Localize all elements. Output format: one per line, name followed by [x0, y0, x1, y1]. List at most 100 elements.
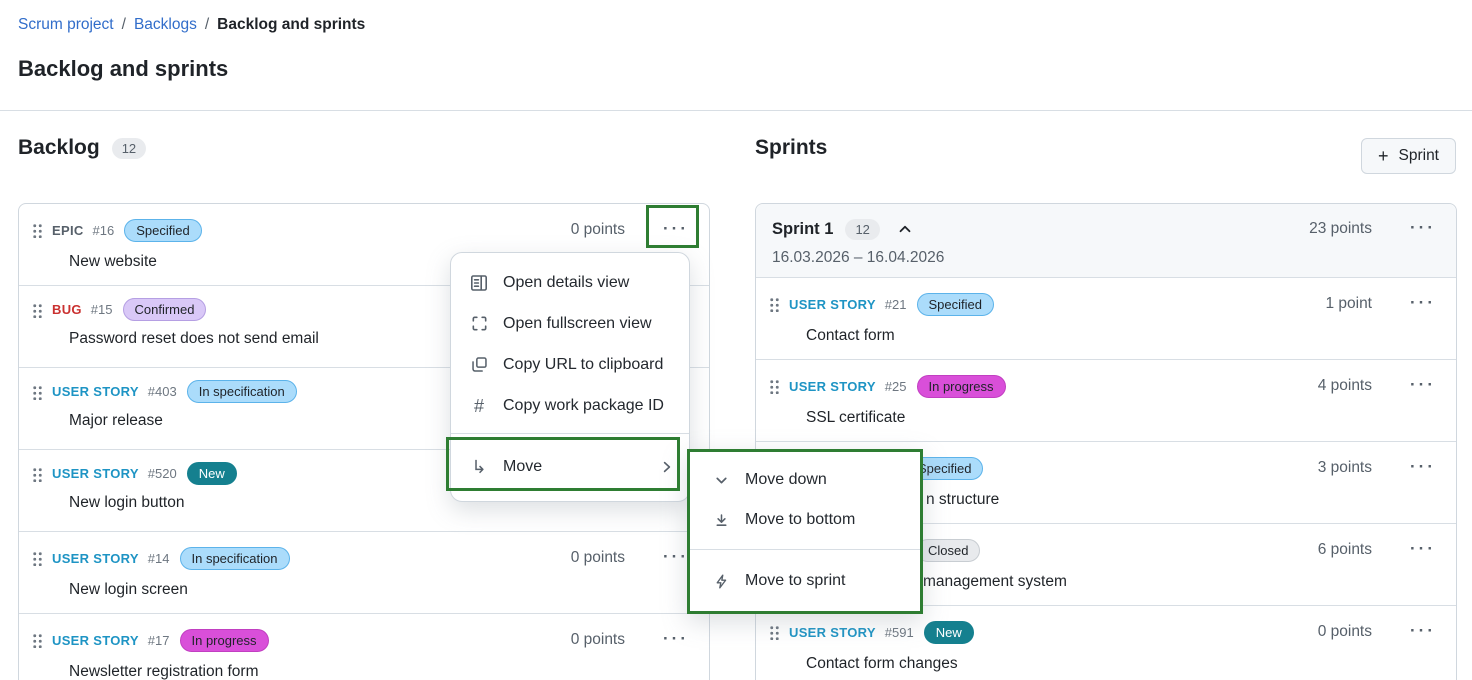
work-package-id: #16 — [92, 222, 115, 238]
fullscreen-icon — [468, 314, 490, 334]
work-package-row[interactable]: USER STORY #17 In progress 0 points ··· … — [19, 614, 709, 680]
work-package-row[interactable]: USER STORY #403 In specification Major r… — [19, 368, 709, 450]
points-value: 1 point — [1325, 295, 1372, 312]
breadcrumb-separator: / — [121, 16, 126, 33]
breadcrumb-separator: / — [204, 16, 210, 33]
hash-icon: # — [473, 395, 484, 416]
row-menu-button[interactable]: ··· — [1410, 375, 1436, 394]
points-value: 4 points — [1317, 377, 1372, 394]
status-badge: In specification — [179, 546, 290, 570]
row-menu-button[interactable]: ··· — [1410, 457, 1436, 476]
move-submenu: Move down Move to bottom Move to sprint — [687, 449, 923, 614]
drag-handle-icon[interactable] — [32, 383, 43, 400]
work-package-row[interactable]: Specified 3 points ··· n structure — [756, 442, 1456, 524]
work-package-title[interactable]: n structure — [926, 491, 1000, 508]
work-package-row[interactable]: EPIC #16 Specified 0 points ··· New webs… — [19, 204, 709, 286]
drag-handle-icon[interactable] — [769, 296, 780, 312]
menu-item-label: Move down — [745, 471, 827, 488]
drag-handle-icon[interactable] — [32, 632, 43, 648]
row-menu-button[interactable]: ··· — [1410, 539, 1436, 558]
points-value: 6 points — [1317, 541, 1372, 558]
drag-handle-icon[interactable] — [769, 624, 780, 640]
drag-handle-icon[interactable] — [32, 222, 43, 238]
row-menu-button[interactable]: ··· — [663, 629, 689, 648]
status-badge: New — [923, 620, 974, 644]
work-package-type: BUG — [52, 302, 82, 317]
status-badge: Specified — [906, 456, 984, 480]
work-package-row[interactable]: USER STORY #520 New New login button — [19, 450, 709, 532]
menu-item-open-fullscreen[interactable]: Open fullscreen view — [451, 303, 689, 344]
drag-handle-icon[interactable] — [32, 550, 43, 566]
submenu-item-move-to-sprint[interactable]: Move to sprint — [690, 561, 920, 601]
submenu-item-move-to-bottom[interactable]: Move to bottom — [690, 500, 920, 540]
work-package-id: #520 — [147, 466, 177, 481]
work-package-title[interactable]: SSL certificate — [806, 409, 906, 426]
drag-handle-icon[interactable] — [769, 378, 780, 394]
work-package-row[interactable]: BUG #15 Confirmed Password reset does no… — [19, 286, 709, 368]
work-package-title[interactable]: Password reset does not send email — [69, 330, 319, 347]
sprint-points: 23 points — [1309, 220, 1372, 237]
work-package-title[interactable]: Contact form changes — [806, 655, 958, 672]
sprints-title: Sprints — [755, 136, 828, 159]
status-badge: Specified — [916, 292, 994, 316]
breadcrumb-scrum-project[interactable]: Scrum project — [18, 16, 114, 33]
menu-item-open-details[interactable]: Open details view — [451, 262, 689, 303]
work-package-title[interactable]: New website — [69, 253, 157, 270]
menu-divider — [690, 549, 920, 550]
menu-divider — [451, 433, 689, 434]
menu-item-copy-url[interactable]: Copy URL to clipboard — [451, 344, 689, 385]
submenu-item-move-down[interactable]: Move down — [690, 460, 920, 500]
work-package-title[interactable]: Major release — [69, 412, 163, 429]
work-package-type: USER STORY — [52, 466, 139, 481]
work-package-title[interactable]: Newsletter registration form — [69, 663, 259, 680]
work-package-row[interactable]: USER STORY #21 Specified 1 point ··· Con… — [756, 278, 1456, 360]
add-sprint-label: Sprint — [1398, 147, 1440, 164]
sprint-header[interactable]: Sprint 1 12 23 points ··· 16.03.2026 – 1… — [756, 204, 1456, 278]
breadcrumb-current: Backlog and sprints — [217, 16, 366, 33]
context-menu: Open details view Open fullscreen view — [450, 252, 690, 502]
details-view-icon — [468, 273, 490, 293]
work-package-id: #14 — [147, 550, 170, 566]
backlog-section-head: Backlog 12 — [18, 136, 147, 160]
menu-item-copy-id[interactable]: # Copy work package ID — [451, 385, 689, 426]
sprint-menu-button[interactable]: ··· — [1410, 218, 1436, 237]
points-value: 0 points — [1317, 623, 1372, 640]
chevron-up-icon[interactable] — [896, 220, 914, 238]
work-package-row[interactable]: Closed 6 points ··· management system — [756, 524, 1456, 606]
work-package-type: USER STORY — [52, 632, 139, 648]
breadcrumb: Scrum project / Backlogs / Backlog and s… — [18, 16, 365, 34]
sprint-count-badge: 12 — [845, 218, 880, 240]
drag-handle-icon[interactable] — [32, 301, 43, 318]
drag-handle-icon[interactable] — [32, 465, 43, 482]
menu-item-label: Move to bottom — [745, 511, 856, 528]
add-sprint-button[interactable]: + Sprint — [1360, 138, 1456, 174]
work-package-row[interactable]: USER STORY #25 In progress 4 points ··· … — [756, 360, 1456, 442]
status-badge: In progress — [916, 374, 1006, 398]
work-package-type: USER STORY — [789, 624, 876, 640]
chevron-right-icon — [659, 459, 675, 475]
status-badge: In progress — [179, 628, 269, 652]
points-value: 3 points — [1317, 459, 1372, 476]
breadcrumb-backlogs[interactable]: Backlogs — [133, 16, 197, 33]
move-to-bottom-icon — [710, 510, 732, 530]
work-package-title[interactable]: New login screen — [69, 581, 188, 598]
work-package-id: #15 — [90, 302, 113, 317]
row-menu-button[interactable]: ··· — [1410, 293, 1436, 312]
row-menu-button[interactable]: ··· — [663, 219, 689, 238]
status-badge: Specified — [124, 218, 202, 242]
plus-icon: + — [1377, 146, 1389, 166]
work-package-title[interactable]: Contact form — [806, 327, 895, 344]
work-package-title[interactable]: management system — [923, 573, 1067, 590]
row-menu-button[interactable]: ··· — [663, 547, 689, 566]
work-package-id: #591 — [884, 624, 914, 640]
work-package-id: #25 — [884, 378, 907, 394]
row-menu-button[interactable]: ··· — [1410, 621, 1436, 640]
work-package-row[interactable]: USER STORY #591 New 0 points ··· Contact… — [756, 606, 1456, 680]
menu-item-label: Open details view — [503, 273, 630, 291]
work-package-title[interactable]: New login button — [69, 494, 185, 511]
copy-icon — [468, 355, 490, 375]
status-badge: Confirmed — [122, 298, 207, 321]
menu-item-move[interactable]: ↳ Move — [451, 441, 689, 493]
sprint-dates: 16.03.2026 – 16.04.2026 — [772, 249, 945, 266]
work-package-row[interactable]: USER STORY #14 In specification 0 points… — [19, 532, 709, 614]
